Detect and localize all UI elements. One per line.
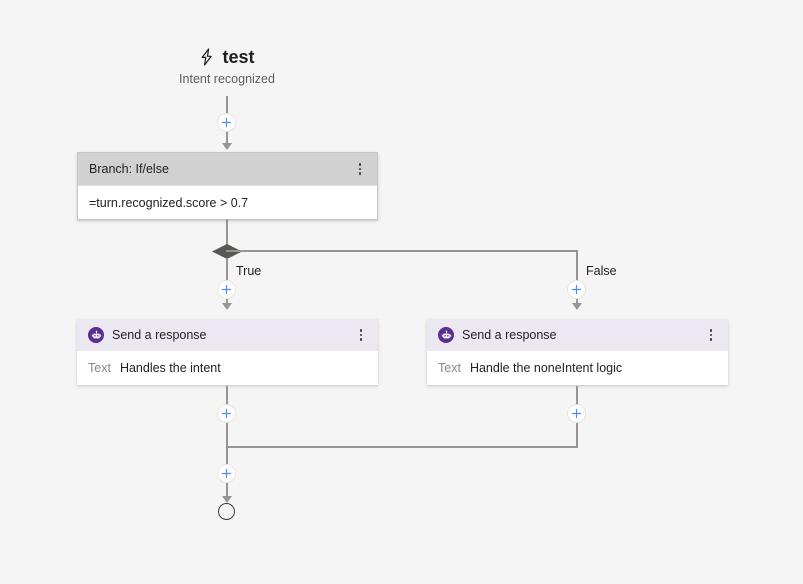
arrowhead-to-true-node: [222, 303, 232, 310]
bot-icon: [438, 327, 454, 343]
send-response-false-field-value: Handle the noneIntent logic: [469, 361, 623, 375]
add-step-true-branch-top[interactable]: [217, 280, 236, 299]
trigger-title-row: test: [127, 46, 327, 68]
trigger-subtitle: Intent recognized: [179, 72, 275, 86]
add-step-after-trigger[interactable]: [217, 113, 236, 132]
branch-condition-value: =turn.recognized.score > 0.7: [89, 195, 249, 210]
send-response-node-false[interactable]: Send a response Text Handle the noneInte…: [427, 319, 728, 385]
send-response-true-title: Send a response: [112, 328, 207, 342]
branch-node-condition-row: =turn.recognized.score > 0.7: [78, 185, 377, 219]
trigger-title: test: [222, 47, 255, 67]
kebab-menu-icon[interactable]: [704, 326, 718, 344]
branch-node-header: Branch: If/else: [78, 153, 377, 185]
send-response-true-header: Send a response: [77, 319, 378, 351]
kebab-menu-icon[interactable]: [354, 326, 368, 344]
arrowhead-to-false-node: [572, 303, 582, 310]
send-response-false-field-label: Text: [438, 361, 461, 375]
connector-to-end-node: [226, 483, 228, 499]
add-step-true-branch-bottom[interactable]: [217, 404, 236, 423]
bot-icon: [88, 327, 104, 343]
send-response-true-body: Text Handles the intent: [77, 351, 378, 385]
add-step-before-end[interactable]: [217, 464, 236, 483]
kebab-menu-icon[interactable]: [353, 160, 367, 178]
lightning-bolt-icon: [199, 48, 215, 66]
connector-true-merge-down: [226, 386, 228, 464]
connector-false-down: [576, 250, 578, 306]
send-response-false-header: Send a response: [427, 319, 728, 351]
flow-end-node[interactable]: [218, 503, 235, 520]
send-response-false-title: Send a response: [462, 328, 557, 342]
send-response-true-field-label: Text: [88, 361, 111, 375]
connector-split-horizontal: [226, 250, 577, 252]
trigger-header[interactable]: test Intent recognized: [127, 46, 327, 87]
send-response-true-field-value: Handles the intent: [119, 361, 221, 375]
arrowhead-trigger-to-branch: [222, 143, 232, 150]
branch-label-true: True: [236, 264, 262, 278]
add-step-false-branch-top[interactable]: [567, 280, 586, 299]
branch-node[interactable]: Branch: If/else =turn.recognized.score >…: [77, 152, 378, 220]
branch-label-false: False: [586, 264, 617, 278]
connector-merge-horizontal: [226, 446, 578, 448]
connector-branch-to-diamond: [226, 219, 228, 251]
arrowhead-to-end-node: [222, 496, 232, 503]
send-response-node-true[interactable]: Send a response Text Handles the intent: [77, 319, 378, 385]
send-response-false-body: Text Handle the noneIntent logic: [427, 351, 728, 385]
branch-node-title: Branch: If/else: [89, 162, 169, 176]
add-step-false-branch-bottom[interactable]: [567, 404, 586, 423]
